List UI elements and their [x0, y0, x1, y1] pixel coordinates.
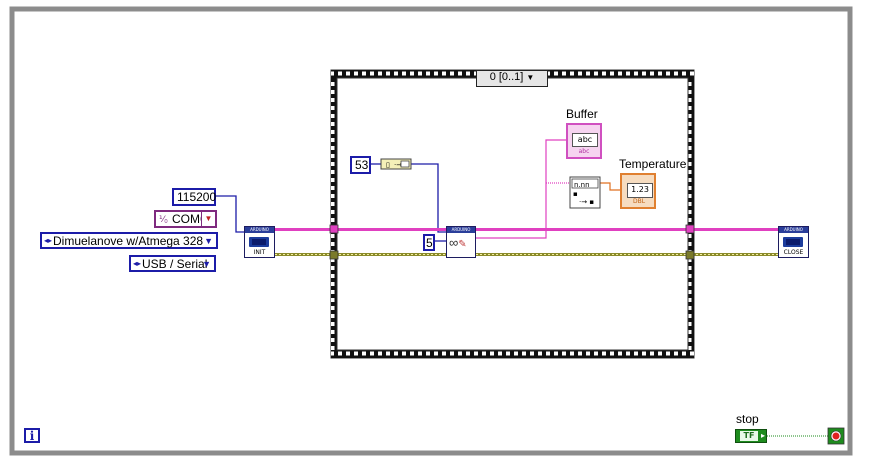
boolean-type-icon: TF	[740, 431, 758, 441]
temperature-wire	[600, 182, 620, 191]
stop-terminal[interactable]	[827, 427, 845, 445]
stop-control-terminal[interactable]: TF ▸	[735, 429, 767, 443]
ring-arrows-icon: ◂▸	[44, 236, 53, 245]
arduino-board-icon	[783, 237, 803, 247]
while-loop-frame[interactable]	[9, 6, 853, 456]
visa-resource-value: COM6	[172, 212, 207, 226]
temperature-indicator-terminal[interactable]: 1.23 DBL	[620, 173, 656, 209]
arduino-read-subvi[interactable]: ARDUINO ∞✎	[446, 226, 476, 258]
glasses-pencil-icon: ∞✎	[449, 235, 467, 251]
arduino-board-icon	[249, 237, 269, 247]
stop-control-label: stop	[736, 412, 759, 426]
arduino-close-subvi[interactable]: ARDUINO CLOSE	[778, 226, 809, 258]
iteration-terminal[interactable]: i	[24, 428, 40, 443]
sequence-tunnels	[329, 224, 695, 260]
scan-from-string-node[interactable]: n.nn ▪ ·→ ▪	[569, 176, 601, 209]
visa-dropdown-icon[interactable]: ▼	[201, 212, 215, 226]
arduino-banner: ARDUINO	[245, 227, 274, 233]
arduino-init-subvi[interactable]: ARDUINO INIT	[244, 226, 275, 258]
sequence-frame-selector[interactable]: 0 [0..1] ▼	[476, 70, 548, 87]
svg-text:▪: ▪	[573, 190, 578, 198]
svg-text:·→: ·→	[394, 161, 402, 169]
numeric-type-icon: 1.23	[627, 183, 653, 198]
sequence-structure-frame[interactable]	[330, 69, 695, 359]
connection-type-value: USB / Serial	[142, 257, 208, 271]
visa-resource-constant[interactable]: ⅟₀ COM6 ▼	[154, 210, 217, 228]
visa-icon: ⅟₀	[159, 214, 168, 224]
board-type-value: Dimuelanove w/Atmega 328	[53, 234, 204, 248]
string-wires	[275, 139, 778, 239]
board-type-ring[interactable]: ◂▸ Dimuelanove w/Atmega 328 ▼	[40, 232, 218, 249]
arduino-banner: ARDUINO	[779, 227, 808, 233]
baud-rate-constant[interactable]: 115200	[172, 188, 216, 206]
chevron-down-icon[interactable]: ▼	[526, 73, 535, 82]
ring-arrows-icon: ◂▸	[133, 259, 142, 268]
arduino-banner: ARDUINO	[447, 227, 475, 233]
arrow-right-icon: ▸	[760, 431, 765, 440]
buffer-indicator-label: Buffer	[566, 107, 598, 121]
chevron-down-icon[interactable]: ▼	[202, 259, 211, 269]
buffer-type-tag: abc	[578, 148, 590, 155]
channel-constant[interactable]: 5	[423, 234, 435, 251]
svg-text:▯: ▯	[386, 161, 390, 169]
connection-type-ring[interactable]: ◂▸ USB / Serial ▼	[129, 255, 216, 272]
temperature-type-tag: DBL	[632, 198, 646, 205]
svg-text:·→ ▪: ·→ ▪	[579, 198, 594, 206]
close-label: CLOSE	[783, 249, 804, 256]
build-array-node[interactable]: ▯ ·→	[380, 158, 412, 170]
conversion-format-text: n.nn	[574, 181, 590, 189]
sequence-frame-label: 0 [0..1]	[489, 71, 524, 83]
temperature-indicator-label: Temperature	[619, 157, 687, 171]
string-type-icon: abc	[572, 133, 598, 147]
init-label: INIT	[253, 249, 266, 256]
pin-number-constant[interactable]: 53	[350, 156, 371, 174]
buffer-indicator-terminal[interactable]: abc abc	[566, 123, 602, 159]
chevron-down-icon[interactable]: ▼	[204, 236, 213, 246]
numeric-wires	[215, 163, 446, 242]
